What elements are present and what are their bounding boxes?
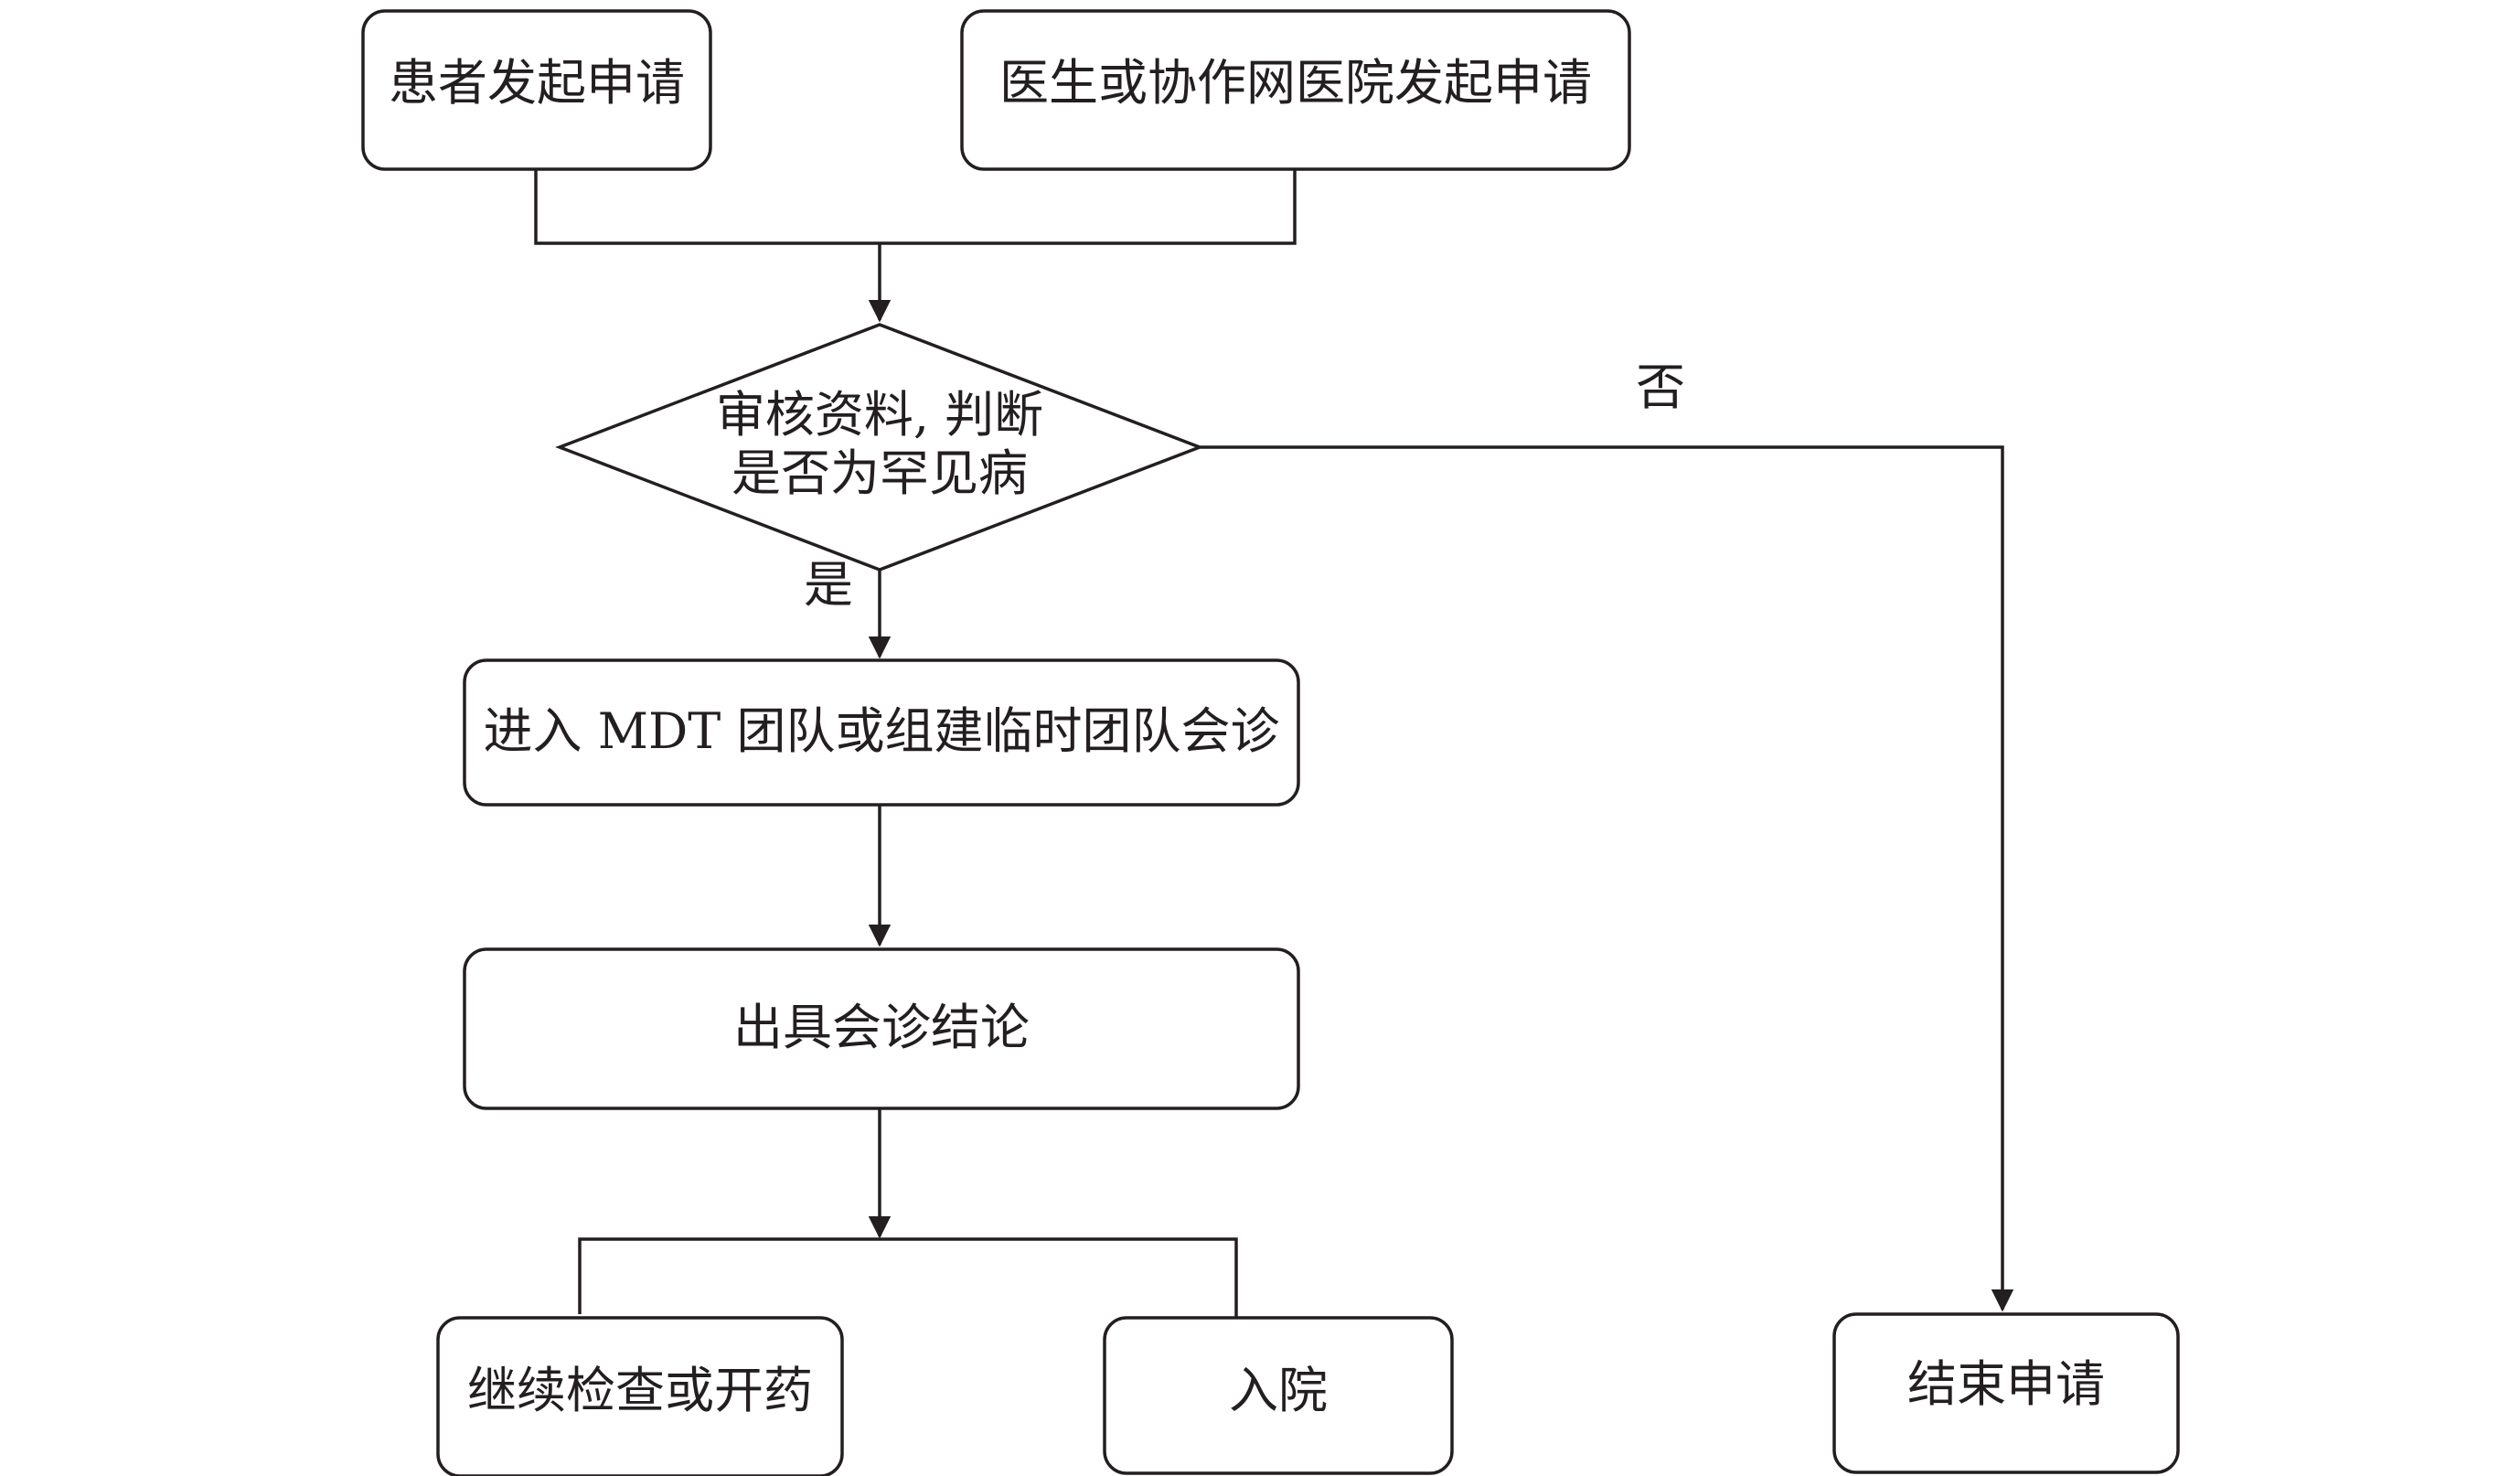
node-consult-conclusion-text: 出具会诊结论	[733, 999, 1030, 1056]
label-yes: 是	[804, 556, 853, 614]
node-admission-text: 入院	[1229, 1362, 1328, 1419]
node-admission: 入院	[1103, 1316, 1454, 1475]
connectors	[534, 169, 2014, 1318]
node-mdt-consult-text: 进入 MDT 团队或组建临时团队会诊	[484, 702, 1280, 760]
label-no: 否	[1636, 358, 1685, 416]
node-doctor-request-text: 医生或协作网医院发起申请	[999, 54, 1592, 112]
connector-split	[578, 1237, 1238, 1318]
node-end-request-text: 结束申请	[1907, 1355, 2105, 1413]
node-end-request: 结束申请	[1832, 1312, 2180, 1474]
connector-patient-down	[534, 169, 1297, 245]
node-patient-request: 患者发起申请	[361, 9, 712, 171]
node-patient-request-text: 患者发起申请	[389, 54, 685, 112]
node-review-decision: 审核资料, 判断 是否为罕见病	[555, 323, 1204, 572]
decision-text-line1: 审核资料, 判断	[716, 386, 1043, 444]
node-consult-conclusion: 出具会诊结论	[463, 947, 1300, 1110]
arrow-no-to-end	[1200, 445, 2014, 1312]
node-continue-exam: 继续检查或开药	[436, 1316, 844, 1476]
node-continue-exam-text: 继续检查或开药	[467, 1362, 813, 1419]
decision-text-line2: 是否为罕见病	[731, 444, 1028, 502]
node-mdt-consult: 进入 MDT 团队或组建临时团队会诊	[463, 658, 1300, 807]
node-doctor-request: 医生或协作网医院发起申请	[960, 9, 1631, 171]
